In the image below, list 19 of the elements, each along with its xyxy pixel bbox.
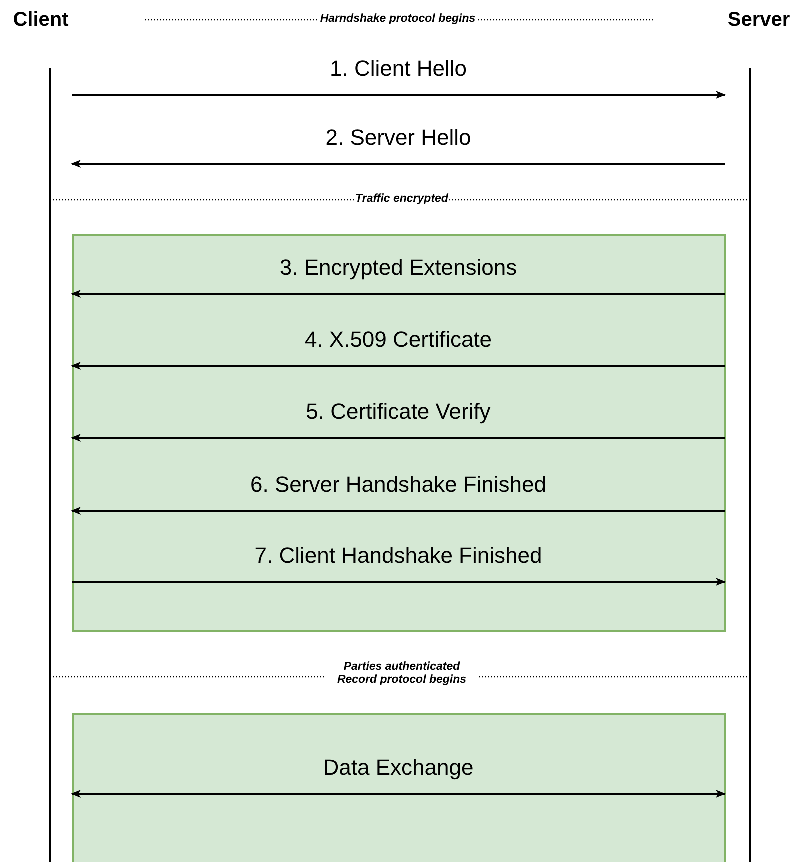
message-label: 1. Client Hello (330, 56, 467, 82)
message-label: Data Exchange (323, 755, 474, 781)
message-label: 4. X.509 Certificate (304, 327, 492, 353)
message-label: 6. Server Handshake Finished (250, 472, 546, 498)
message-arrow (71, 160, 725, 168)
message-arrow (71, 290, 725, 298)
message-arrow (71, 434, 725, 442)
phase-label: Traffic encrypted (354, 193, 450, 206)
phase-label: Parties authenticated Record protocol begins (326, 661, 478, 687)
message-label: 3. Encrypted Extensions (280, 255, 518, 281)
message-label: 5. Certificate Verify (306, 399, 491, 425)
phase-label: Harndshake protocol begins (319, 13, 477, 26)
message-arrow (71, 790, 726, 798)
message-label: 7. Client Handshake Finished (254, 543, 542, 569)
message-arrow (72, 91, 726, 99)
message-arrow (71, 362, 725, 370)
message-label: 2. Server Hello (326, 125, 472, 151)
message-arrow (72, 578, 726, 586)
message-arrow (71, 507, 725, 515)
